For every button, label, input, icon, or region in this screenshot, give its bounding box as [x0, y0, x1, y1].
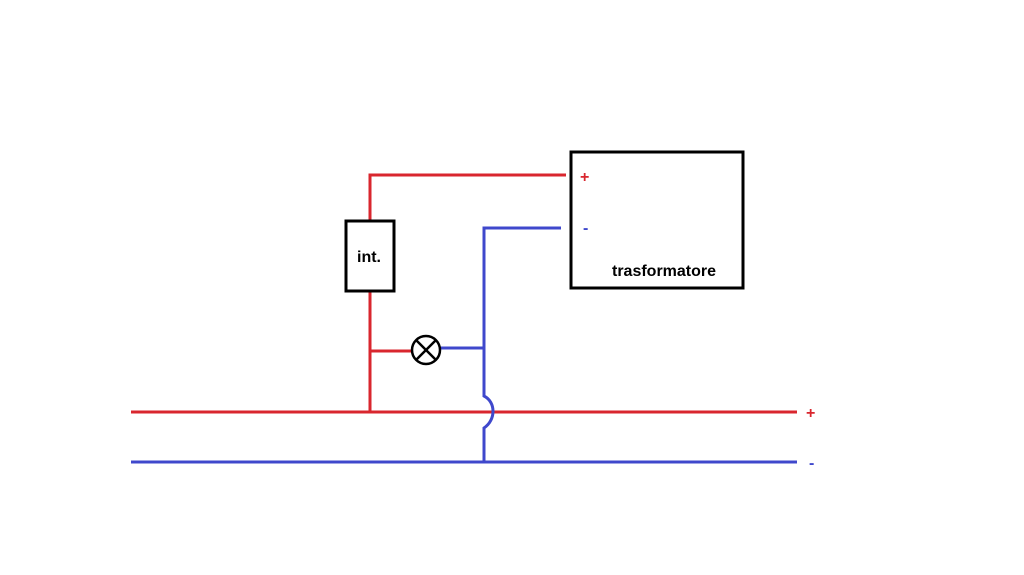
switch-box: [344, 219, 396, 293]
transformer-positive-wire: [368, 173, 566, 221]
transformer-box: [569, 150, 745, 290]
switch-label: int.: [357, 249, 381, 266]
transformer-negative-wire: [482, 226, 561, 462]
transformer-plus-label: +: [580, 169, 589, 186]
transformer-minus-label: -: [583, 220, 588, 237]
lamp-icon: [410, 334, 442, 366]
negative-bus-label: -: [809, 455, 814, 472]
positive-bus-label: +: [806, 405, 815, 422]
transformer-label: trasformatore: [612, 263, 716, 280]
